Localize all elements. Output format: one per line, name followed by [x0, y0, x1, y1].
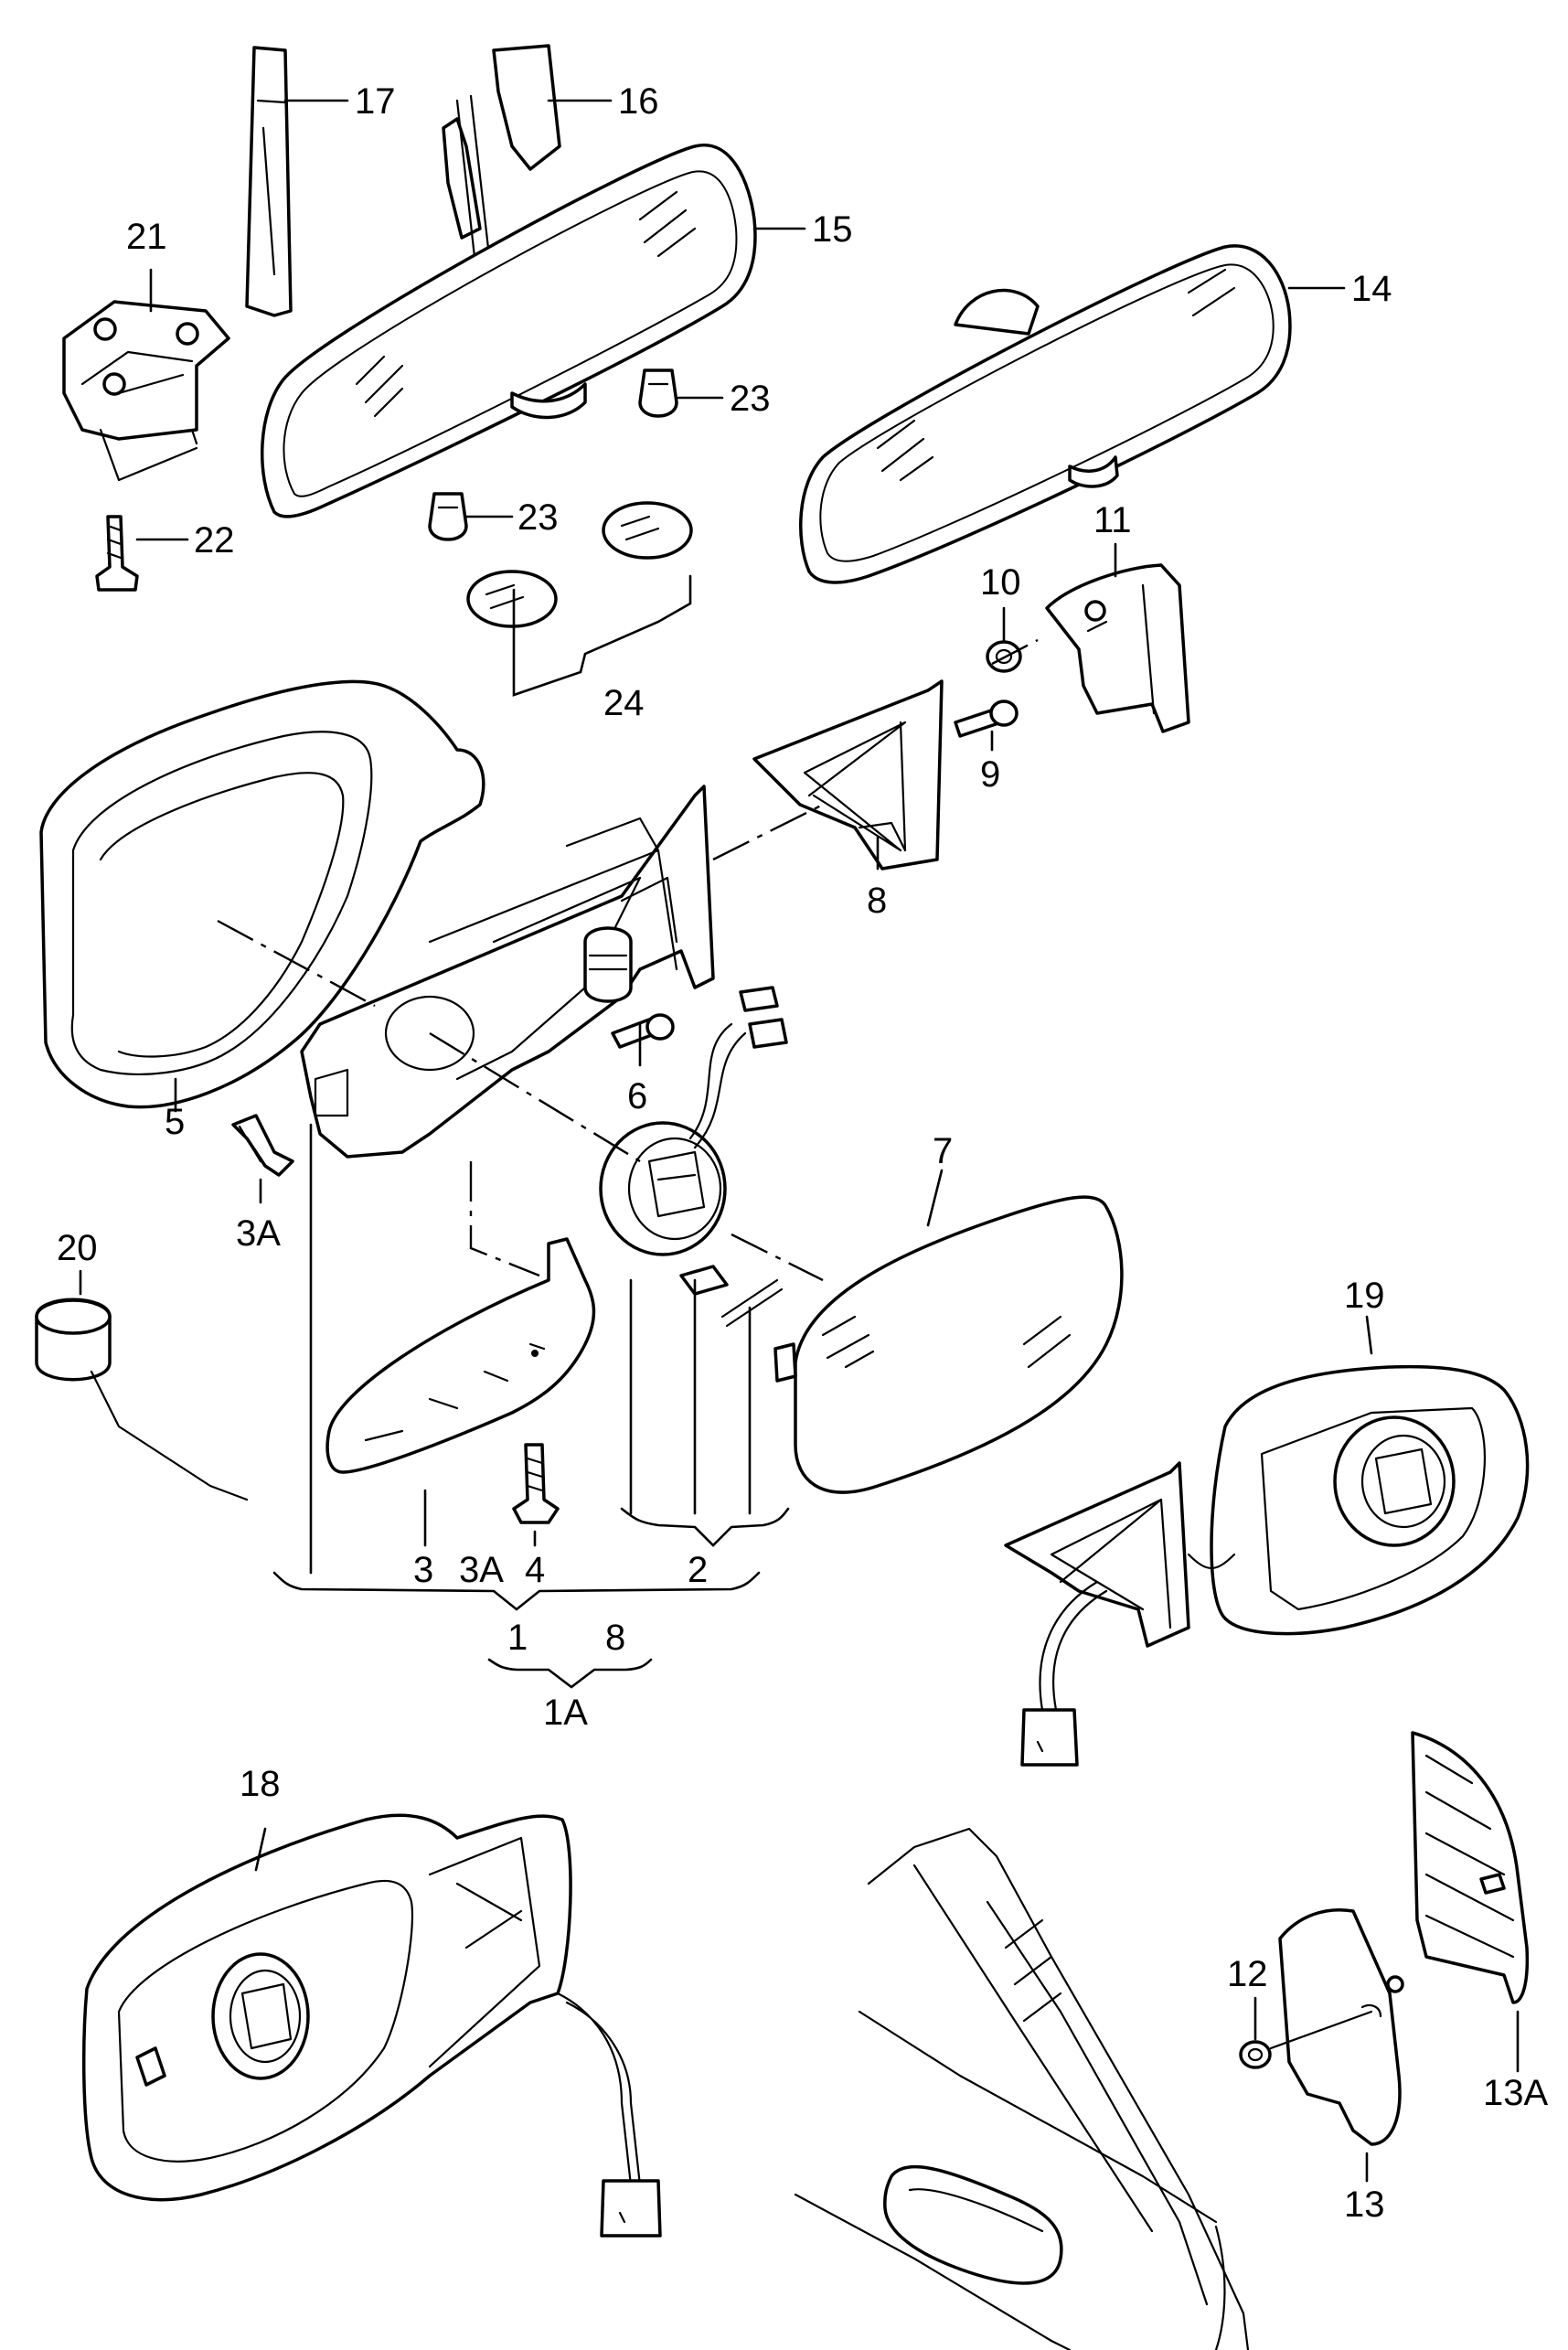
part-13-cover — [1269, 1908, 1404, 2146]
part-21-bracket — [62, 300, 230, 482]
part-14-interior-mirror — [799, 244, 1292, 584]
part-20-sensor — [35, 1298, 249, 1501]
part-5-housing — [39, 679, 485, 1109]
label-3a-lower: 3A — [459, 1550, 504, 1590]
label-11: 11 — [1093, 500, 1132, 540]
car-door-body — [794, 1827, 1250, 2350]
label-10: 10 — [980, 562, 1021, 603]
label-6: 6 — [627, 1076, 647, 1116]
part-4-screw — [512, 1443, 560, 1524]
part-23-bulb-lower — [428, 492, 468, 541]
part-17-trim-strip — [245, 46, 293, 317]
part-6-screw — [611, 1013, 675, 1049]
label-24: 24 — [603, 683, 645, 723]
label-16: 16 — [618, 81, 659, 122]
part-11-cover — [1045, 563, 1190, 733]
label-20: 20 — [57, 1228, 98, 1268]
label-19: 19 — [1344, 1276, 1385, 1316]
part-13a-grille-cover — [1411, 1731, 1530, 2004]
part-1-mirror-frame — [300, 785, 715, 1159]
part-24-caps — [466, 501, 693, 628]
label-8: 8 — [867, 881, 887, 921]
part-12-nut — [1239, 2040, 1272, 2069]
label-2: 2 — [688, 1550, 708, 1590]
part-15-interior-mirror — [261, 143, 757, 518]
label-22: 22 — [194, 520, 235, 561]
label-9: 9 — [980, 754, 1000, 795]
part-3a-clip — [231, 1114, 294, 1177]
label-12: 12 — [1227, 1954, 1268, 1994]
part-2-adjust-motor — [599, 986, 788, 1328]
label-23-lower: 23 — [517, 497, 559, 538]
label-1a: 1A — [543, 1693, 588, 1733]
part-18-mirror-assembly — [81, 1813, 662, 2238]
label-8-group: 8 — [605, 1618, 625, 1658]
label-13a: 13A — [1483, 2073, 1548, 2113]
label-14: 14 — [1351, 269, 1392, 309]
label-7: 7 — [933, 1131, 953, 1171]
part-9-screw — [954, 700, 1019, 738]
label-21: 21 — [126, 217, 167, 257]
assembly-guide-lines — [217, 638, 1039, 1282]
label-leaders — [79, 99, 1520, 2183]
part-22-screw — [95, 515, 139, 592]
label-3a-upper: 3A — [236, 1213, 281, 1254]
label-18: 18 — [240, 1764, 281, 1804]
label-1: 1 — [507, 1618, 528, 1658]
callout-labels: 17 16 15 14 21 23 22 23 11 10 24 9 8 5 6… — [57, 81, 1548, 2225]
part-23-bulb-upper — [638, 369, 678, 418]
label-23-upper: 23 — [730, 379, 771, 419]
label-3: 3 — [413, 1550, 433, 1590]
label-15: 15 — [812, 209, 853, 250]
part-7-mirror-glass — [773, 1195, 1124, 1494]
label-5: 5 — [165, 1102, 185, 1142]
label-13: 13 — [1344, 2184, 1385, 2225]
part-8-base — [752, 679, 944, 871]
label-17: 17 — [355, 81, 396, 122]
part-3-lower-cover — [325, 1237, 596, 1474]
label-4: 4 — [525, 1550, 545, 1590]
part-16-cover — [442, 44, 561, 267]
part-19-mirror-assembly — [1004, 1364, 1530, 1767]
